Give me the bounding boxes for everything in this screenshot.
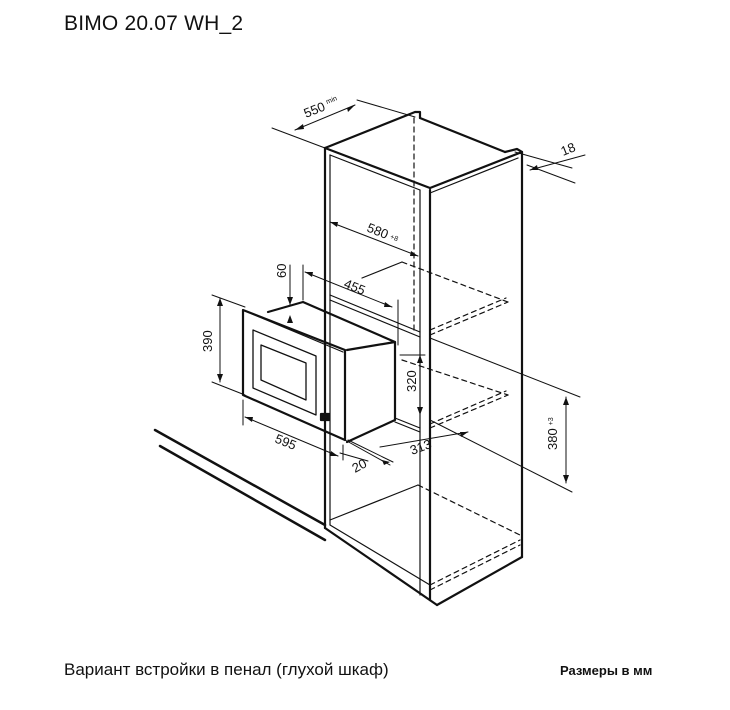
dim-niche-depth: 313	[408, 436, 434, 458]
dim-front-offset: 20	[349, 456, 369, 476]
units-note: Размеры в мм	[560, 663, 653, 678]
dim-niche-height: 320	[404, 370, 419, 392]
diagram-caption: Вариант встройки в пенал (глухой шкаф)	[64, 660, 389, 679]
dim-install-height: 380+3	[545, 417, 560, 450]
dim-appliance-depth: 455	[342, 276, 368, 298]
dim-top-offset: 60	[274, 264, 289, 278]
floor-lines	[153, 428, 327, 542]
dim-panel-thickness: 18	[559, 139, 578, 158]
cabinet-top	[323, 110, 524, 607]
dim-depth-min: 550min	[302, 93, 341, 120]
dim-appliance-height: 390	[200, 330, 215, 352]
microwave	[241, 300, 397, 444]
page-title: BIMO 20.07 WH_2	[64, 12, 244, 35]
dim-appliance-width: 595	[273, 431, 299, 453]
